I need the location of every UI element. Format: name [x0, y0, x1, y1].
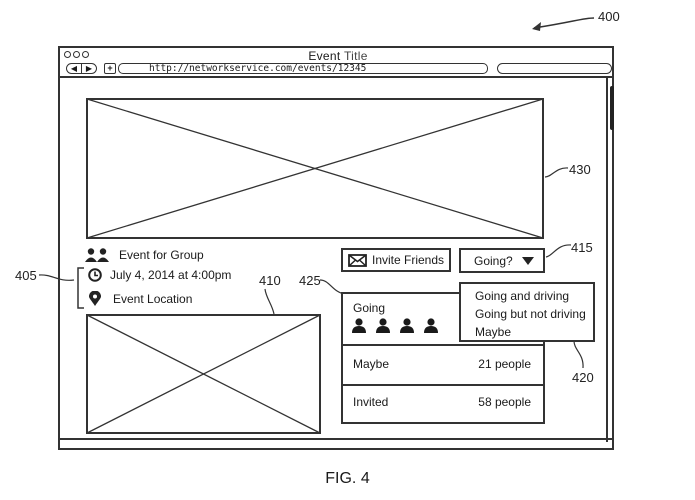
reference-415: 415 — [571, 240, 593, 255]
invited-row[interactable]: Invited 58 people — [343, 384, 543, 424]
envelope-icon — [348, 253, 367, 267]
rsvp-dropdown[interactable]: Going? — [459, 248, 545, 273]
reference-400-arrow — [532, 17, 595, 31]
rsvp-options-menu: Going and driving Going but not driving … — [459, 282, 595, 342]
event-location: Event Location — [113, 291, 193, 306]
location-pin-icon — [89, 291, 101, 306]
reference-410: 410 — [259, 273, 281, 288]
address-bar[interactable]: http://networkservice.com/events/12345 — [118, 63, 488, 74]
rsvp-option-maybe[interactable]: Maybe — [475, 325, 512, 339]
rsvp-option-going-driving[interactable]: Going and driving — [475, 289, 570, 303]
reference-400: 400 — [598, 9, 620, 24]
chevron-down-icon — [521, 256, 534, 265]
scrollbar-track[interactable] — [606, 76, 608, 442]
reference-430: 430 — [569, 162, 591, 177]
invited-label: Invited — [353, 395, 389, 409]
rsvp-dropdown-label: Going? — [474, 253, 513, 268]
back-arrow-icon[interactable]: ◀ — [67, 64, 82, 73]
event-group-label: Event for Group — [119, 248, 204, 262]
going-label: Going — [353, 301, 386, 315]
reference-410-leader — [264, 288, 275, 315]
forward-arrow-icon[interactable]: ▶ — [85, 64, 93, 73]
invite-friends-button[interactable]: Invite Friends — [341, 248, 451, 272]
window-title-title: Title — [343, 49, 368, 63]
reference-405: 405 — [15, 268, 37, 283]
event-datetime: July 4, 2014 at 4:00pm — [110, 268, 232, 282]
maximize-window-button[interactable] — [82, 51, 89, 58]
event-group-row: Event for Group — [85, 248, 204, 262]
rsvp-option-going-not-driving[interactable]: Going but not driving — [475, 307, 586, 321]
maybe-count: 21 people — [478, 357, 531, 371]
minimize-window-button[interactable] — [73, 51, 80, 58]
going-row[interactable]: Going — [343, 294, 543, 344]
reference-415-leader — [545, 244, 572, 258]
maybe-label: Maybe — [353, 357, 390, 371]
invite-friends-label: Invite Friends — [372, 253, 445, 267]
invited-count: 58 people — [478, 395, 531, 409]
toolbar-divider — [60, 76, 612, 78]
reference-420: 420 — [572, 370, 594, 385]
reference-420-leader — [573, 340, 584, 369]
group-icon — [85, 248, 109, 262]
figure-caption: FIG. 4 — [325, 470, 370, 487]
event-thumbnail-image — [86, 314, 321, 434]
reference-425: 425 — [299, 273, 321, 288]
close-window-button[interactable] — [64, 51, 71, 58]
reference-430-leader — [544, 167, 569, 178]
clock-icon — [88, 268, 102, 282]
reference-405-bracket — [38, 267, 84, 309]
back-forward-buttons: ◀ ▶ — [66, 63, 97, 74]
window-title-event: Event — [308, 49, 341, 63]
search-input[interactable] — [497, 63, 612, 74]
window-title: Event Title — [60, 49, 616, 63]
event-banner-image — [86, 98, 544, 239]
window-bottom-divider — [60, 438, 612, 440]
new-tab-button[interactable]: + — [104, 63, 116, 74]
maybe-row[interactable]: Maybe 21 people — [343, 344, 543, 386]
scrollbar-thumb[interactable] — [610, 86, 614, 130]
going-avatars — [352, 318, 438, 333]
attendance-list: Going Maybe 21 people Invited 58 people — [341, 292, 545, 424]
event-datetime-row: July 4, 2014 at 4:00pm — [88, 268, 231, 282]
event-location-row: Event Location — [89, 291, 192, 306]
